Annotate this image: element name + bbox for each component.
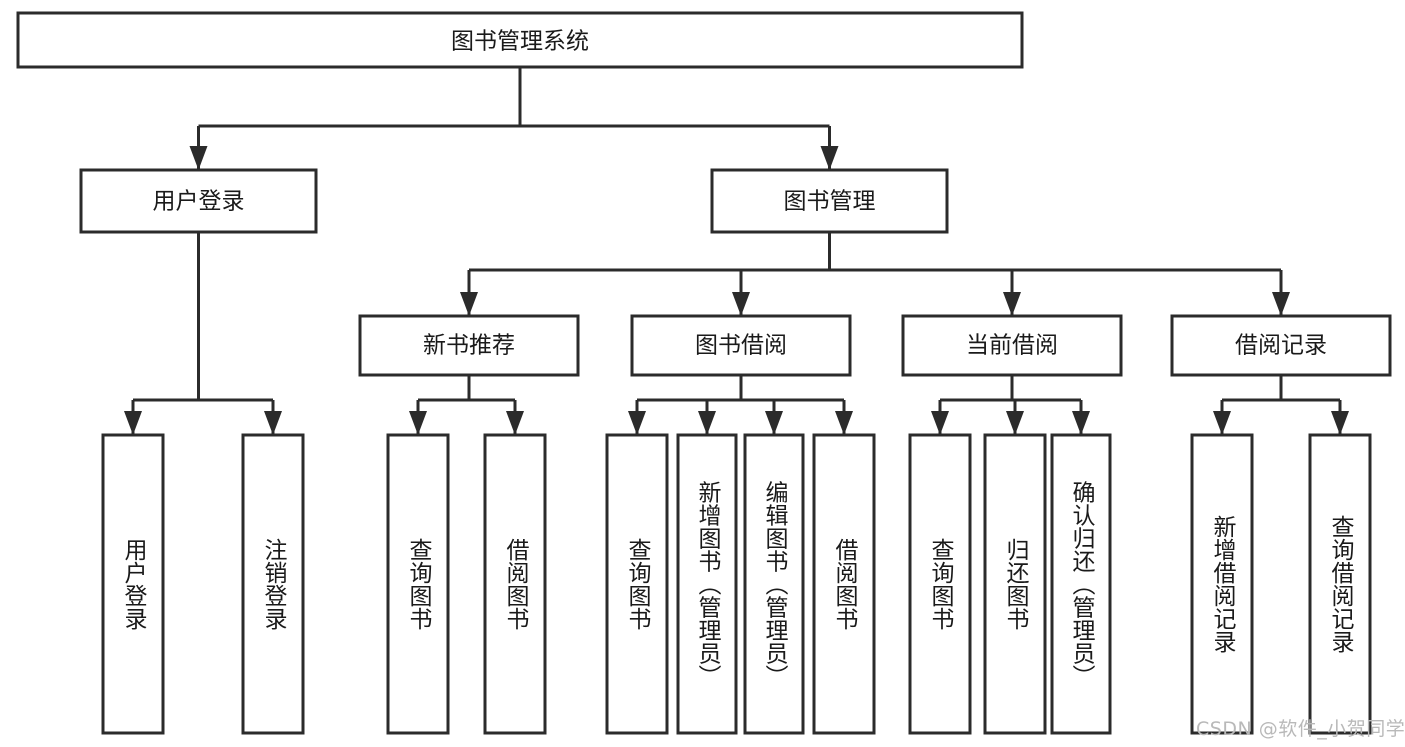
leaf-user-login-box[interactable]: [101, 433, 165, 735]
leaf-edit-book-box[interactable]: [743, 433, 805, 735]
leaf-query-book-a-box[interactable]: [386, 433, 450, 735]
node-new-book-recommend[interactable]: 新书推荐: [358, 314, 580, 377]
leaf-query-book-c-label: 查询图书: [927, 538, 955, 630]
leaf-edit-book-label: 编辑图书（管理员）: [761, 481, 789, 688]
connector-arrowhead: [506, 411, 524, 435]
connector-arrowhead: [698, 411, 716, 435]
connector-arrowhead: [765, 411, 783, 435]
node-user-login-box[interactable]: [79, 168, 318, 234]
node-root[interactable]: 图书管理系统: [16, 11, 1024, 69]
node-borrow-records-label: 借阅记录: [1235, 333, 1327, 359]
node-new-book-recommend-label: 新书推荐: [423, 333, 515, 359]
leaf-confirm-return[interactable]: 确认归还（管理员）: [1050, 433, 1112, 735]
leaf-borrow-book-a-label: 借阅图书: [502, 538, 530, 630]
connector-layer: [124, 67, 1349, 435]
connector-arrowhead: [409, 411, 427, 435]
leaf-logout[interactable]: 注销登录: [241, 433, 305, 735]
leaf-return-book-label: 归还图书: [1002, 538, 1030, 630]
node-current-borrow-box[interactable]: [901, 314, 1123, 377]
leaf-logout-box[interactable]: [241, 433, 305, 735]
node-user-login[interactable]: 用户登录: [79, 168, 318, 234]
connector-arrowhead: [1213, 411, 1231, 435]
node-book-borrow[interactable]: 图书借阅: [630, 314, 852, 377]
connector-arrowhead: [732, 292, 750, 316]
leaf-user-login[interactable]: 用户登录: [101, 433, 165, 735]
connector-arrowhead: [1272, 292, 1290, 316]
node-current-borrow[interactable]: 当前借阅: [901, 314, 1123, 377]
node-root-box[interactable]: [16, 11, 1024, 69]
leaf-query-record-label: 查询借阅记录: [1327, 515, 1355, 653]
leaf-borrow-book-b[interactable]: 借阅图书: [812, 433, 876, 735]
leaf-confirm-return-label: 确认归还（管理员）: [1068, 481, 1096, 688]
node-book-management-label: 图书管理: [784, 189, 876, 215]
node-borrow-records[interactable]: 借阅记录: [1170, 314, 1392, 377]
leaf-add-book-box[interactable]: [676, 433, 738, 735]
node-book-management-box[interactable]: [710, 168, 949, 234]
leaf-borrow-book-a[interactable]: 借阅图书: [483, 433, 547, 735]
connector-arrowhead: [1006, 411, 1024, 435]
leaf-query-record-box[interactable]: [1308, 433, 1372, 735]
leaf-add-record-box[interactable]: [1190, 433, 1254, 735]
leaf-confirm-return-box[interactable]: [1050, 433, 1112, 735]
connector-arrowhead: [1331, 411, 1349, 435]
connector-arrowhead: [820, 146, 839, 170]
leaf-logout-label: 注销登录: [260, 538, 288, 630]
connector-arrowhead: [1072, 411, 1090, 435]
leaf-query-book-b-label: 查询图书: [624, 538, 652, 630]
node-book-borrow-box[interactable]: [630, 314, 852, 377]
leaf-borrow-book-a-box[interactable]: [483, 433, 547, 735]
node-current-borrow-label: 当前借阅: [966, 333, 1058, 359]
leaf-add-book[interactable]: 新增图书（管理员）: [676, 433, 738, 735]
leaf-add-record-label: 新增借阅记录: [1209, 515, 1237, 653]
leaf-query-record[interactable]: 查询借阅记录: [1308, 433, 1372, 735]
leaf-return-book-box[interactable]: [983, 433, 1047, 735]
node-book-management[interactable]: 图书管理: [710, 168, 949, 234]
connector-arrowhead: [931, 411, 949, 435]
leaf-query-book-c[interactable]: 查询图书: [908, 433, 972, 735]
connector-arrowhead: [264, 411, 282, 435]
leaf-edit-book[interactable]: 编辑图书（管理员）: [743, 433, 805, 735]
leaf-query-book-c-box[interactable]: [908, 433, 972, 735]
node-borrow-records-box[interactable]: [1170, 314, 1392, 377]
connector-arrowhead: [835, 411, 853, 435]
node-user-login-label: 用户登录: [153, 189, 245, 215]
leaf-return-book[interactable]: 归还图书: [983, 433, 1047, 735]
leaf-add-record[interactable]: 新增借阅记录: [1190, 433, 1254, 735]
node-root-label: 图书管理系统: [451, 29, 589, 55]
leaf-query-book-a-label: 查询图书: [405, 538, 433, 630]
connector-arrowhead: [460, 292, 478, 316]
node-new-book-recommend-box[interactable]: [358, 314, 580, 377]
leaf-user-login-label: 用户登录: [120, 538, 148, 630]
leaf-query-book-b-box[interactable]: [605, 433, 669, 735]
connector-arrowhead: [124, 411, 142, 435]
leaf-query-book-a[interactable]: 查询图书: [386, 433, 450, 735]
node-book-borrow-label: 图书借阅: [695, 333, 787, 359]
connector-arrowhead: [628, 411, 646, 435]
leaf-add-book-label: 新增图书（管理员）: [694, 481, 722, 688]
leaf-query-book-b[interactable]: 查询图书: [605, 433, 669, 735]
connector-arrowhead: [189, 146, 208, 170]
connector-arrowhead: [1003, 292, 1021, 316]
leaf-borrow-book-b-label: 借阅图书: [831, 538, 859, 630]
leaf-borrow-book-b-box[interactable]: [812, 433, 876, 735]
